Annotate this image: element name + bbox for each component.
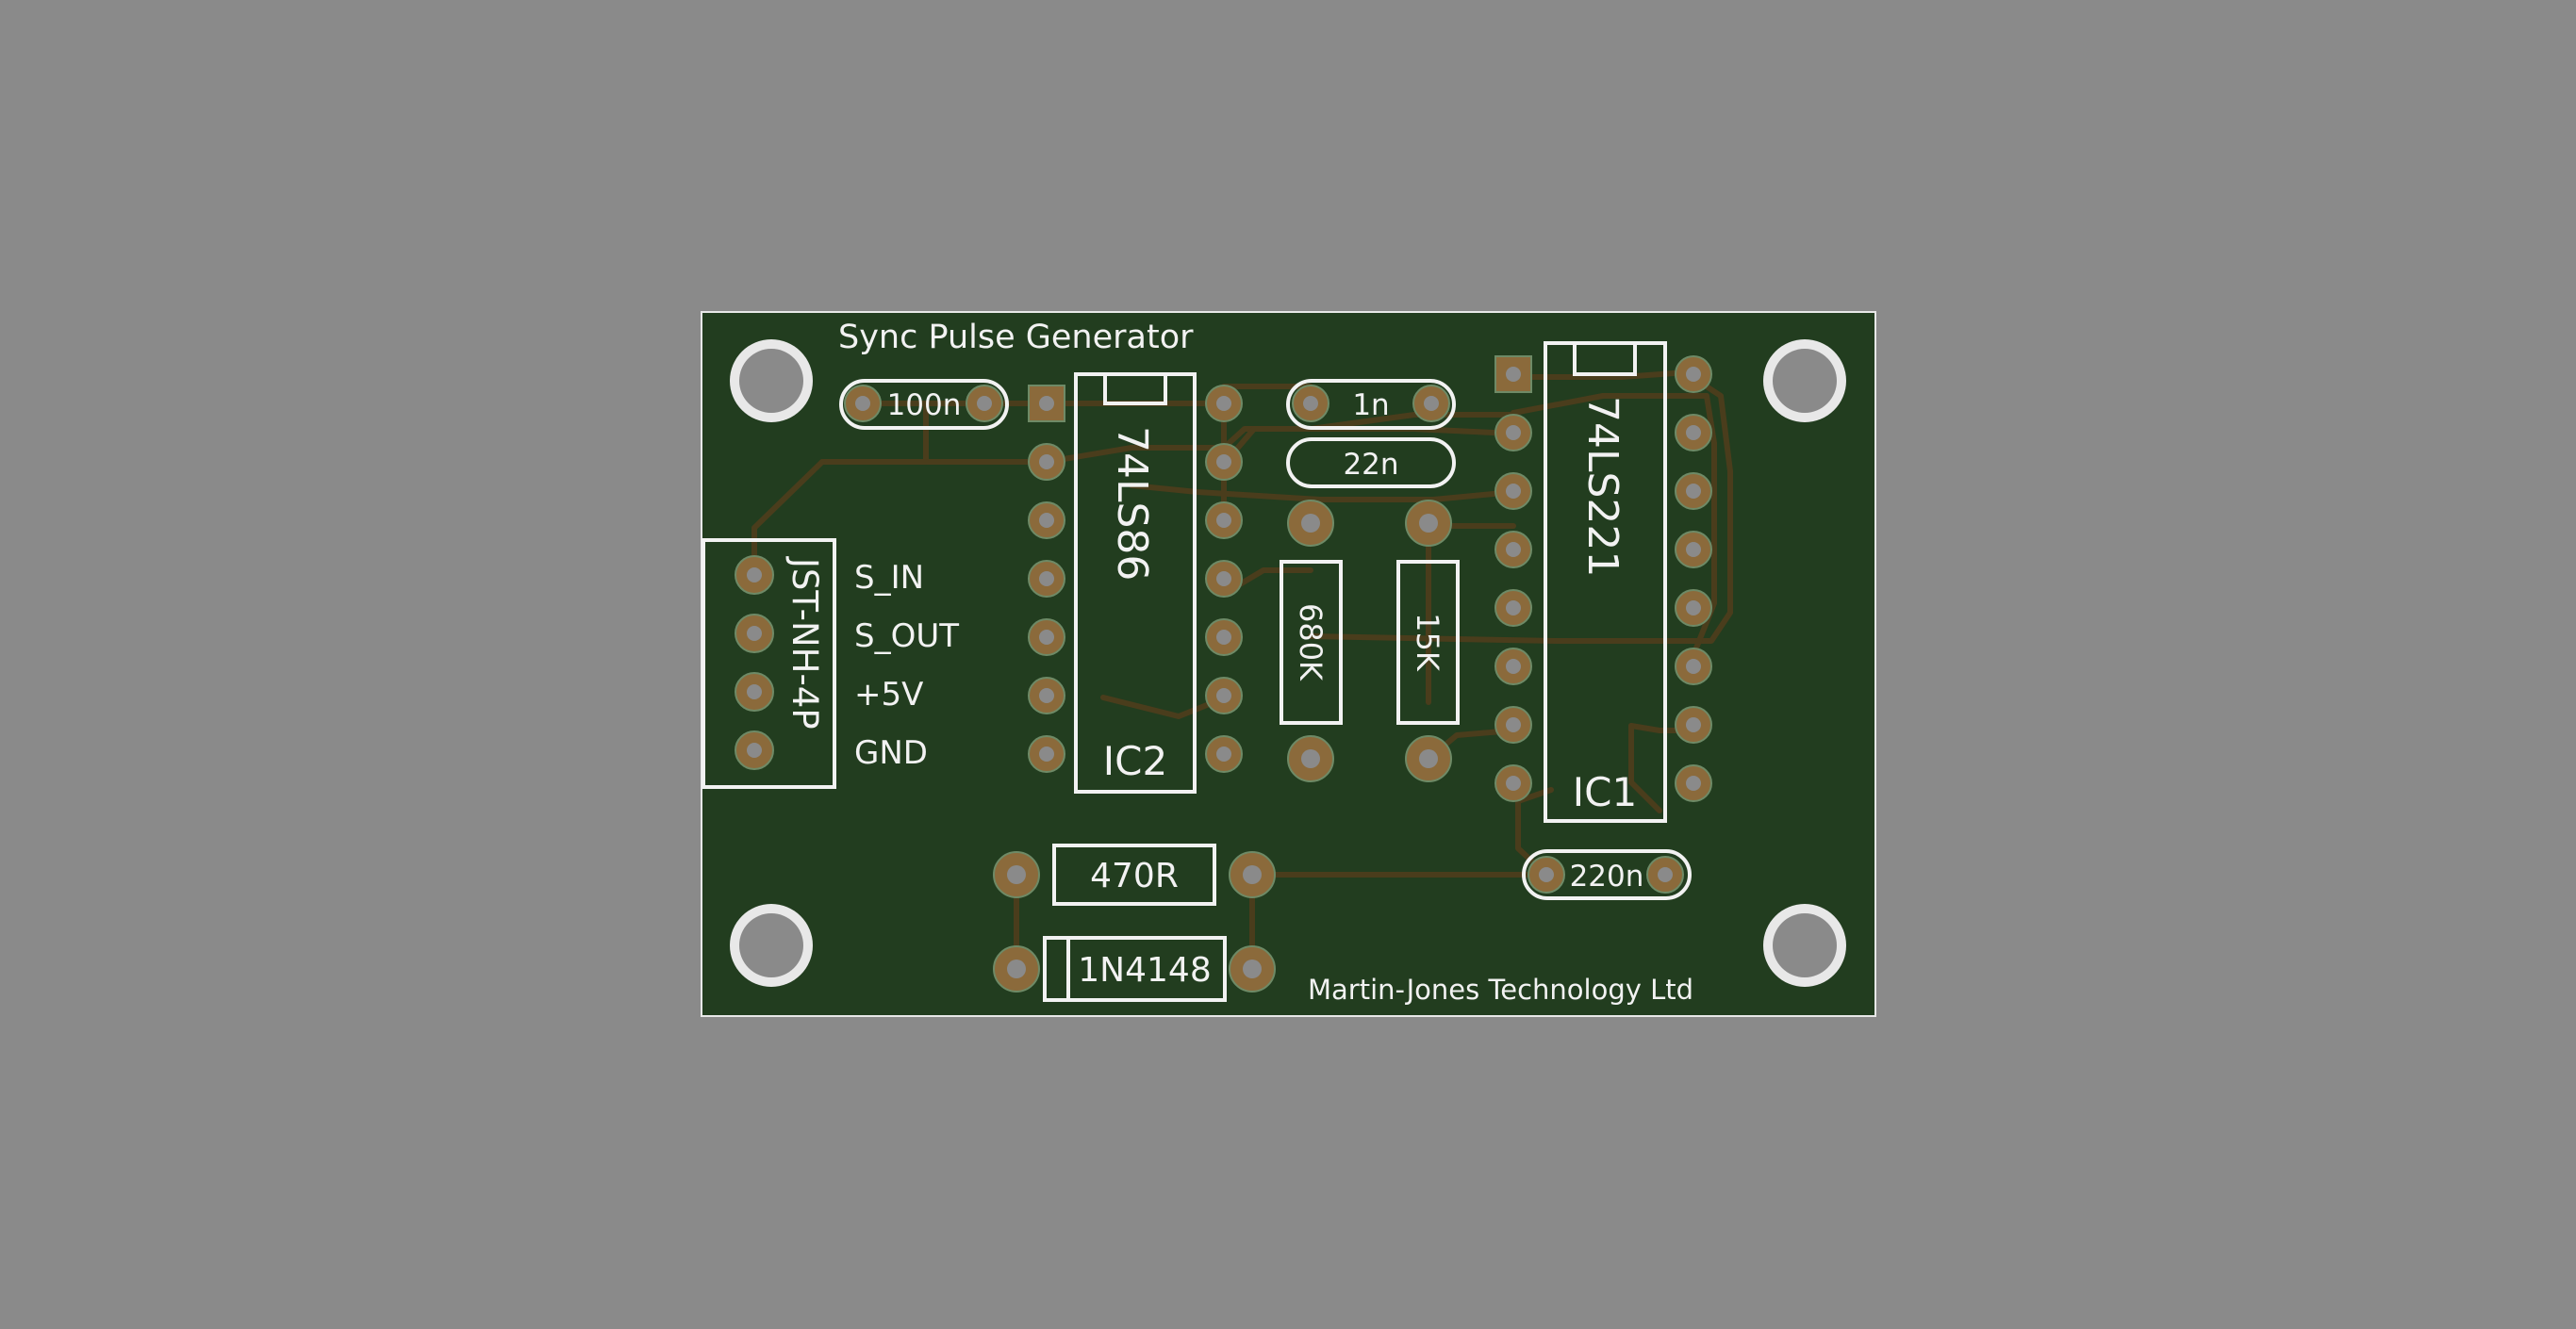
pad-drill-hole xyxy=(1686,484,1701,499)
trace xyxy=(1628,723,1662,813)
res-15k-label: 15K xyxy=(1410,613,1445,672)
trace xyxy=(1129,483,1516,502)
pad-drill-hole xyxy=(1506,717,1521,732)
cap-100n-label: 100n xyxy=(887,388,962,422)
ic2-outline xyxy=(1074,372,1197,794)
pad-drill-hole xyxy=(1039,513,1054,528)
pad-drill-hole xyxy=(1506,367,1521,382)
pad-drill-hole xyxy=(1303,396,1318,411)
pad-drill-hole xyxy=(1216,513,1231,528)
ic2-ref-label: IC2 xyxy=(1103,738,1167,784)
pad-drill-hole xyxy=(1506,484,1521,499)
cap-100n-outline xyxy=(839,379,1009,430)
pad-drill-hole xyxy=(1039,688,1054,703)
pad-drill-hole xyxy=(1039,454,1054,469)
pad-drill-hole xyxy=(977,396,992,411)
mounting-holes xyxy=(730,339,1846,987)
pin-label-s-out: S_OUT xyxy=(854,617,959,655)
pad-drill-hole xyxy=(1686,367,1701,382)
company-name: Martin-Jones Technology Ltd xyxy=(1308,974,1693,1006)
pad-drill-hole xyxy=(1301,514,1320,533)
cap-1n-label: 1n xyxy=(1352,388,1389,422)
pad-drill-hole xyxy=(1424,396,1439,411)
pad-drill-hole xyxy=(1506,542,1521,557)
res-15k-outline xyxy=(1396,560,1460,725)
trace xyxy=(1308,633,1691,644)
pad-drill-hole xyxy=(1539,867,1554,882)
res-470r-label: 470R xyxy=(1090,857,1179,895)
pad-drill-hole xyxy=(1243,960,1262,978)
pad-drill-hole xyxy=(1686,542,1701,557)
pad-drill-hole xyxy=(1506,600,1521,615)
pad-drill-hole xyxy=(747,684,762,699)
pad-drill-hole xyxy=(1419,749,1438,768)
res-680k-outline xyxy=(1280,560,1343,725)
pad-drill-hole xyxy=(1686,425,1701,440)
board-title: Sync Pulse Generator xyxy=(838,319,1194,356)
pad-drill-hole xyxy=(1419,514,1438,533)
pad-drill-hole xyxy=(1007,865,1026,884)
pad-drill-hole xyxy=(1039,396,1054,411)
pin-label-gnd: GND xyxy=(854,734,928,772)
pad-drill-hole xyxy=(1658,867,1673,882)
pad-drill-hole xyxy=(1216,688,1231,703)
pad-drill-hole xyxy=(1506,776,1521,791)
pad-drill-hole xyxy=(1506,659,1521,674)
pin-label-5v: +5V xyxy=(854,676,923,714)
trace xyxy=(1044,412,1516,465)
pad-drill-hole xyxy=(747,567,762,582)
pad-drill-hole xyxy=(747,743,762,758)
pad-drill-hole xyxy=(1301,749,1320,768)
pad-drill-hole xyxy=(1216,571,1231,586)
cap-220n-label: 220n xyxy=(1570,860,1644,894)
cap-1n-outline xyxy=(1286,379,1456,430)
pad-drill-hole xyxy=(1007,960,1026,978)
pad-drill-hole xyxy=(747,626,762,641)
ic1-ref-label: IC1 xyxy=(1573,769,1637,815)
diode-1n4148-outline xyxy=(1043,936,1227,1002)
cap-22n-outline xyxy=(1286,437,1456,488)
pad-drill-hole xyxy=(1039,747,1054,762)
pad-drill-hole xyxy=(855,396,870,411)
ic2-part-label: 74LS86 xyxy=(1108,426,1156,581)
silkscreen-outlines xyxy=(702,341,1692,1002)
ic1-outline xyxy=(1544,341,1667,823)
connector-label: JST-NH-4P xyxy=(784,556,825,730)
pad-drill-hole xyxy=(1039,630,1054,645)
pin-label-s-in: S_IN xyxy=(854,559,924,597)
pad-drill-hole xyxy=(1216,396,1231,411)
pad-drill-hole xyxy=(1039,571,1054,586)
pad-drill-hole xyxy=(1686,600,1701,615)
res-470r-outline xyxy=(1052,844,1216,906)
pad-drill-hole xyxy=(1506,425,1521,440)
pad-drill-hole xyxy=(1216,747,1231,762)
ic2-notch xyxy=(1103,374,1167,405)
pad-drill-hole xyxy=(1243,865,1262,884)
res-680k-label: 680K xyxy=(1293,603,1329,681)
cap-220n-outline xyxy=(1522,849,1692,900)
pad-drill-hole xyxy=(1216,454,1231,469)
pad-drill-hole xyxy=(1216,630,1231,645)
connector-outline xyxy=(702,538,836,789)
pad-drill-hole xyxy=(1686,776,1701,791)
diode-1n4148-label: 1N4148 xyxy=(1078,951,1211,990)
ic1-notch xyxy=(1573,343,1637,376)
pad-drill-hole xyxy=(1686,717,1701,732)
ic1-part-label: 74LS221 xyxy=(1578,396,1627,577)
trace xyxy=(1685,371,1733,644)
pad-drill-hole xyxy=(1686,659,1701,674)
trace xyxy=(1515,787,1554,878)
cap-22n-label: 22n xyxy=(1343,448,1398,482)
pads-layer xyxy=(735,355,1712,993)
